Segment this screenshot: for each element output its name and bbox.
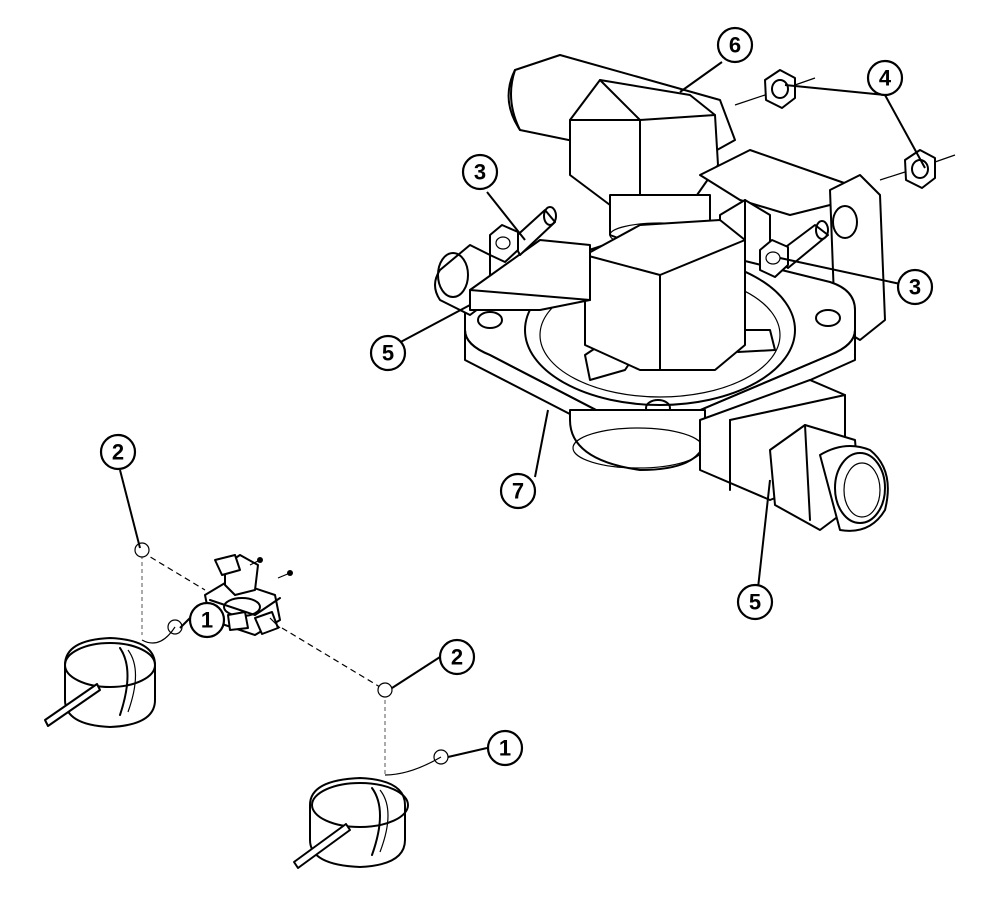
svg-text:5: 5: [382, 341, 394, 366]
lower-housing: [569, 409, 706, 471]
svg-text:2: 2: [112, 440, 124, 465]
svg-text:3: 3: [909, 275, 921, 300]
svg-text:1: 1: [201, 608, 213, 633]
callout-3-left: 3: [461, 153, 499, 191]
svg-text:4: 4: [879, 66, 892, 91]
reference-markers: [134, 542, 449, 765]
callout-7: 7: [499, 472, 537, 510]
callout-6: 6: [716, 26, 754, 64]
callout-1-left: 1: [188, 601, 226, 639]
assembly-guide-lines: [141, 551, 386, 775]
callout-3-right: 3: [896, 268, 934, 306]
callout-1-right: 1: [486, 729, 524, 767]
callout-5-lower: 5: [736, 583, 774, 621]
callout-2-right: 2: [438, 638, 476, 676]
svg-text:5: 5: [749, 590, 761, 615]
valve-assembly-detail: [434, 54, 956, 532]
stud-right: [759, 220, 829, 278]
puck-right: [293, 756, 442, 869]
stud-left: [489, 206, 557, 263]
puck-left: [44, 626, 176, 728]
nut-lower: [879, 149, 956, 189]
svg-text:7: 7: [512, 479, 524, 504]
callout-4: 4: [866, 59, 904, 97]
svg-text:2: 2: [451, 645, 463, 670]
leader-lines: [119, 61, 926, 758]
callout-2-left: 2: [99, 433, 137, 471]
svg-text:1: 1: [499, 736, 511, 761]
left-port-fitting: [434, 239, 591, 316]
valve-hex-body: [584, 219, 746, 371]
svg-text:6: 6: [729, 33, 741, 58]
callout-5-upper: 5: [369, 334, 407, 372]
svg-text:3: 3: [474, 160, 486, 185]
nut-upper: [734, 69, 816, 109]
right-port-fitting: [699, 379, 889, 532]
